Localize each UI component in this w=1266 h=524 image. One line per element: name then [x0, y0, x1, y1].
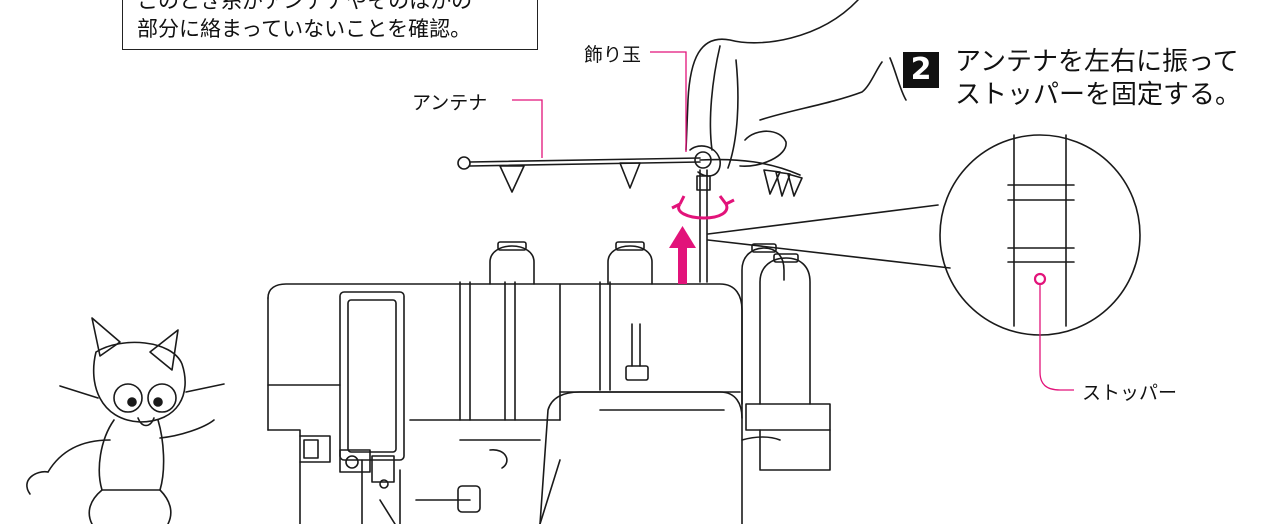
- stopper-leader-line: [1039, 284, 1074, 391]
- hand-illustration: [685, 0, 907, 177]
- step-number: 2: [903, 52, 939, 88]
- decorative-ball-leader-line: [650, 51, 687, 152]
- step-text: アンテナを左右に振って ストッパーを固定する。: [955, 46, 1241, 112]
- note-line-1: このとき糸がアンテナやそのほかの: [137, 0, 473, 13]
- step-line-2: ストッパーを固定する。: [955, 80, 1242, 110]
- rotate-icon: [671, 195, 735, 220]
- caution-note: このとき糸がアンテナやそのほかの 部分に絡まっていないことを確認。: [122, 0, 538, 50]
- serger-machine: [267, 281, 743, 524]
- stopper-dot: [1033, 272, 1047, 286]
- up-arrow-icon: [669, 226, 696, 284]
- stopper-label: ストッパー: [1082, 382, 1178, 404]
- thread-spools: [489, 241, 831, 471]
- antenna-leader-line: [512, 99, 543, 158]
- decorative-ball: [694, 151, 712, 169]
- antenna-bar: [457, 156, 803, 197]
- cat-mascot: [26, 317, 225, 524]
- antenna-label: アンテナ: [412, 92, 488, 114]
- antenna-pole: [696, 169, 711, 283]
- decorative-ball-label: 飾り玉: [584, 44, 642, 66]
- step-line-1: アンテナを左右に振って: [955, 47, 1239, 77]
- note-line-2: 部分に絡まっていないことを確認。: [137, 17, 472, 41]
